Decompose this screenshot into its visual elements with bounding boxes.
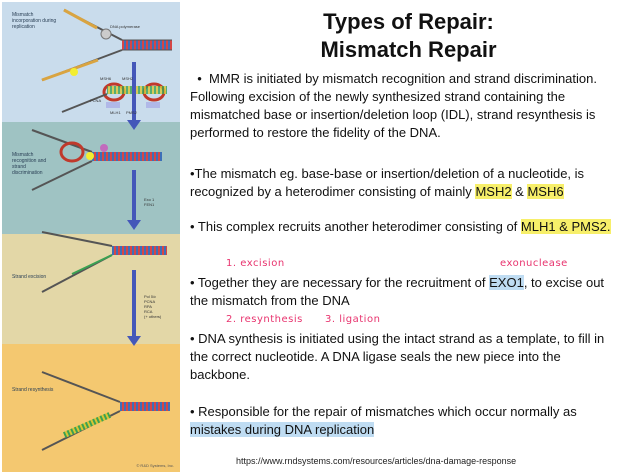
figure-copyright: © R&D Systems, Inc. xyxy=(136,463,174,468)
label-msh6: MSH6 xyxy=(100,76,112,81)
label-pcna: PCNA xyxy=(90,98,102,103)
highlight-msh6: MSH6 xyxy=(527,184,564,199)
handwritten-note-excision: 1. excision xyxy=(226,258,285,269)
paragraph-recruitment: • This complex recruits another heterodi… xyxy=(190,219,611,234)
highlight-msh2: MSH2 xyxy=(475,184,512,199)
stage-label-4: Strand resynthesis xyxy=(12,387,54,393)
arrowhead-stage-1 xyxy=(127,120,141,130)
arrowhead-stage-2 xyxy=(127,220,141,230)
stage-label-3: Strand excision xyxy=(12,274,47,280)
paragraph-recognition: •The mismatch eg. base-base or insertion… xyxy=(190,166,585,199)
title-line-2: Mismatch Repair xyxy=(320,37,497,62)
title-line-1: Types of Repair: xyxy=(323,9,494,34)
paragraph-mmr-intro: • MMR is initiated by mismatch recogniti… xyxy=(190,71,597,140)
dna-fork-stage3 xyxy=(41,231,167,293)
mismatch-marker xyxy=(70,68,78,76)
source-link[interactable]: https://www.rndsystems.com/resources/art… xyxy=(236,456,517,466)
handwritten-note-resynthesis: 2. resynthesis xyxy=(226,314,303,325)
highlight-exo1: EXO1 xyxy=(489,275,524,290)
label-pms2: PMS2 xyxy=(126,110,137,115)
dna-polymerase-shape xyxy=(100,28,112,40)
paragraph-replication-errors: • Responsible for the repair of mismatch… xyxy=(190,404,577,437)
slide-title: Types of Repair: Mismatch Repair xyxy=(190,8,627,64)
stage-label-2: Mismatch recognition and strand discrimi… xyxy=(12,152,47,176)
dna-fork-stage1 xyxy=(41,8,172,82)
label-resynthesis-factors: Pol δ/ε PCNA RPA RCA (+ others) xyxy=(144,294,162,319)
paragraph-exo1: • Together they are necessary for the re… xyxy=(190,275,605,308)
mismatch-marker-2 xyxy=(86,152,94,160)
label-exo-fen: Exo 1 FEN1 xyxy=(144,197,155,207)
arrowhead-stage-3 xyxy=(127,336,141,346)
dna-strand-stage1b xyxy=(61,86,167,113)
handwritten-note-exonuclease: exonuclease xyxy=(500,258,568,269)
dna-fork-stage4 xyxy=(41,371,170,451)
paragraph-resynthesis: • DNA synthesis is initiated using the i… xyxy=(190,331,605,382)
label-mlh1: MLH1 xyxy=(110,110,121,115)
label-dna-polymerase: DNA polymerase xyxy=(110,24,141,29)
label-msh2: MSH2 xyxy=(122,76,134,81)
bullet-icon: • xyxy=(190,71,209,86)
highlight-replication-mistakes: mistakes during DNA replication xyxy=(190,422,375,437)
pcna-shape xyxy=(100,144,108,152)
mutl-complex-shape xyxy=(59,141,85,163)
band-recognition xyxy=(2,122,180,234)
handwritten-note-ligation: 3. ligation xyxy=(325,314,381,325)
stage-label-1: Mismatch incorporation during replicatio… xyxy=(12,12,57,30)
dna-fork-stage2 xyxy=(31,129,162,191)
highlight-mlh1-pms2: MLH1 & PMS2. xyxy=(520,219,611,234)
mmr-pathway-figure: Mismatch incorporation during replicatio… xyxy=(2,2,180,472)
dna-diagram xyxy=(31,8,172,451)
